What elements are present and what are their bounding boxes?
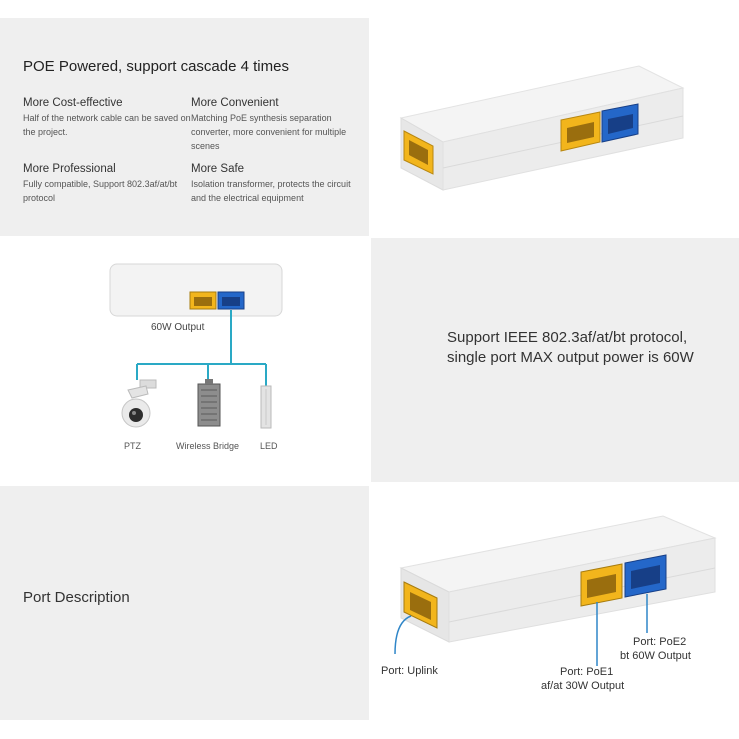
feature-safe: More Safe Isolation transformer, protect… (191, 162, 366, 205)
poe-splitter-device-image (399, 65, 685, 191)
feature-convenient: More Convenient Matching PoE synthesis s… (191, 96, 366, 153)
feature-heading: More Safe (191, 163, 245, 175)
port-annotation-panel: Port: Uplink Port: PoE1 af/at 30W Output… (371, 486, 739, 720)
poe2-label-line2: bt 60W Output (620, 650, 691, 662)
feature-heading: More Convenient (191, 97, 279, 109)
feature-professional: More Professional Fully compatible, Supp… (23, 162, 198, 205)
features-title: POE Powered, support cascade 4 times (23, 58, 289, 75)
poe2-label-line1: Port: PoE2 (633, 636, 686, 648)
uplink-label: Port: Uplink (381, 665, 438, 677)
led-light-icon (260, 385, 272, 429)
device-label-wireless-bridge: Wireless Bridge (176, 441, 239, 451)
dome-camera-icon (121, 379, 157, 428)
feature-heading: More Professional (23, 163, 116, 175)
connection-diagram: 60W Output PTZ Wireless Bridge LED (109, 263, 283, 451)
device-label-led: LED (260, 441, 278, 451)
connection-diagram-panel: 60W Output PTZ Wireless Bridge LED (0, 238, 369, 482)
port-description-title: Port Description (23, 589, 130, 606)
output-label: 60W Output (151, 322, 205, 333)
poe1-label-line2: af/at 30W Output (541, 680, 624, 692)
feature-body: Isolation transformer, protects the circ… (191, 179, 351, 203)
protocol-description: Support IEEE 802.3af/at/bt protocol, sin… (447, 329, 694, 366)
device-label-ptz: PTZ (124, 441, 142, 451)
feature-body: Fully compatible, Support 802.3af/at/bt … (23, 179, 178, 203)
port-description-panel: Port Description (0, 486, 369, 720)
feature-heading: More Cost-effective (23, 97, 123, 109)
protocol-panel: Support IEEE 802.3af/at/bt protocol, sin… (371, 238, 739, 482)
poe1-label-line1: Port: PoE1 (560, 666, 613, 678)
wireless-bridge-icon (197, 379, 221, 427)
feature-cost-effective: More Cost-effective Half of the network … (23, 96, 198, 139)
features-panel: POE Powered, support cascade 4 times Mor… (0, 18, 369, 236)
feature-body: Half of the network cable can be saved o… (23, 113, 191, 137)
feature-body: Matching PoE synthesis separation conver… (191, 113, 347, 151)
product-image-panel (371, 18, 739, 236)
annotated-device-image: Port: Uplink Port: PoE1 af/at 30W Output… (381, 515, 717, 692)
